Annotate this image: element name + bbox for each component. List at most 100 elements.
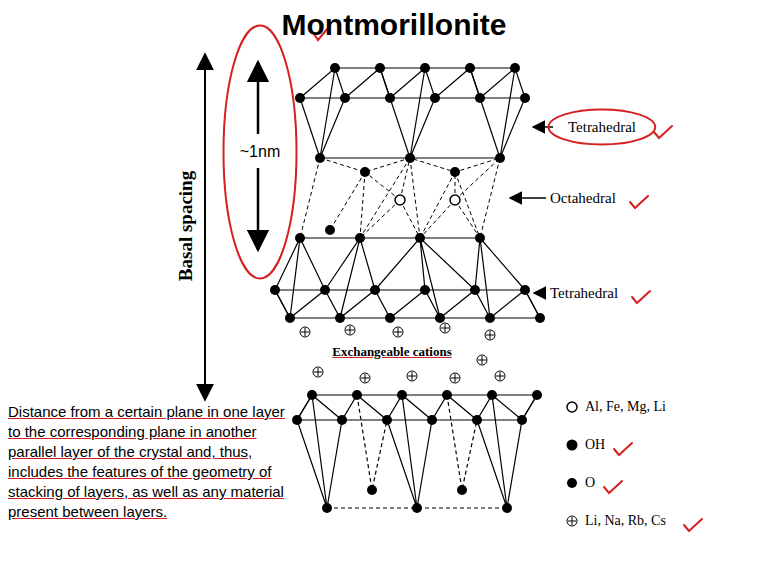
annotation-checks	[314, 28, 702, 531]
exchangeable-cation-symbols	[450, 373, 460, 383]
exchangeable-cation-symbols	[485, 330, 495, 340]
exchangeable-cation-symbols	[407, 371, 417, 381]
label-arrows	[510, 197, 546, 199]
oxygen-atoms	[475, 233, 485, 243]
oxygen-atoms	[457, 485, 467, 495]
bottom-tetrahedral-sheet	[275, 238, 540, 318]
oxygen-atoms	[472, 415, 482, 425]
oxygen-atoms	[470, 285, 480, 295]
label-arrows	[534, 292, 546, 294]
basal-spacing-arrow	[204, 54, 206, 400]
exchangeable-cation-symbols	[300, 323, 505, 383]
oxygen-atoms	[430, 93, 440, 103]
oxygen-atoms	[337, 415, 347, 425]
legend-text: Li, Na, Rb, Cs	[585, 513, 666, 529]
oxygen-atoms	[307, 390, 317, 400]
exchangeable-cation-symbols	[477, 355, 487, 365]
oxygen-atoms	[405, 153, 415, 163]
region-label: Exchangeable cations	[332, 344, 452, 360]
oxygen-atoms	[415, 233, 425, 243]
oxygen-atoms	[465, 63, 475, 73]
oxygen-atoms	[450, 167, 460, 177]
next-layer	[297, 395, 522, 508]
annotation-checks	[632, 291, 650, 303]
legend-samples	[567, 516, 577, 526]
highlight-ellipse: Tetrahedral	[547, 108, 657, 146]
title: Montmorillonite	[24, 8, 764, 42]
octahedral-sheet	[300, 158, 500, 238]
oxygen-atoms	[322, 503, 332, 513]
exchangeable-cation-symbols	[345, 325, 355, 335]
layer-thickness-arrow	[257, 168, 260, 250]
oxygen-atoms	[385, 313, 395, 323]
top-tetrahedral-sheet	[300, 68, 525, 158]
oxygen-atoms	[367, 485, 377, 495]
oxygen-atoms	[292, 415, 302, 425]
oxygen-atoms	[442, 390, 452, 400]
axis-label: Basal spacing	[175, 171, 197, 281]
oxygen-atoms	[412, 503, 422, 513]
octahedral-cations	[395, 195, 460, 205]
node-text: ~1nm	[238, 143, 282, 161]
next-layer	[297, 395, 537, 420]
annotation-checks	[604, 481, 622, 493]
annotation-checks	[614, 443, 632, 455]
oxygen-atoms	[382, 415, 392, 425]
oxygen-atoms	[485, 313, 495, 323]
oxygen-atoms	[385, 93, 395, 103]
next-layer	[297, 395, 537, 508]
node-text: Tetrahedral	[566, 119, 638, 136]
sheet-label: Octahedral	[550, 190, 616, 207]
oxygen-atoms	[295, 93, 305, 103]
octahedral-cations	[450, 195, 460, 205]
legend-samples	[567, 478, 577, 488]
oxygen-atoms	[285, 313, 295, 323]
oxygen-atoms	[502, 503, 512, 513]
annotation-checks	[654, 126, 672, 138]
exchangeable-cation-symbols	[440, 323, 450, 333]
oxygen-atoms	[375, 63, 385, 73]
oxygen-atoms	[510, 63, 520, 73]
sheet-label: Tetrahedral	[550, 285, 618, 302]
oxygen-atoms	[520, 285, 530, 295]
legend-samples	[567, 402, 578, 526]
oxygen-atoms	[355, 233, 365, 243]
oxygen-atoms	[352, 390, 362, 400]
oxygen-atoms	[270, 63, 545, 513]
exchangeable-cation-symbols	[313, 367, 323, 377]
oxygen-atoms	[535, 313, 545, 323]
oxygen-atoms	[397, 390, 407, 400]
bottom-tetrahedral-sheet	[275, 238, 525, 318]
octahedral-sheet	[300, 158, 500, 238]
oxygen-atoms	[325, 225, 335, 235]
next-layer	[327, 395, 507, 508]
label-arrows	[533, 126, 553, 128]
legend-samples	[567, 402, 577, 412]
bottom-tetrahedral-sheet	[300, 237, 480, 238]
exchangeable-cation-symbols	[300, 327, 310, 337]
oxygen-atoms	[420, 63, 430, 73]
oxygen-atoms	[520, 93, 530, 103]
oxygen-atoms	[330, 63, 340, 73]
next-layer	[297, 395, 537, 420]
oxygen-atoms	[517, 415, 527, 425]
layer-thickness-arrow	[257, 62, 260, 134]
oxygen-atoms	[270, 285, 280, 295]
octahedral-cations	[395, 195, 405, 205]
oxygen-atoms	[292, 390, 542, 513]
label-arrows	[510, 127, 553, 293]
bottom-tetrahedral-sheet	[275, 290, 540, 318]
annotation-checks	[630, 196, 648, 208]
oxygen-atoms	[320, 285, 330, 295]
oxygen-atoms	[475, 93, 485, 103]
oxygen-atoms	[295, 233, 305, 243]
ellipse-outline	[549, 110, 656, 145]
legend-samples	[567, 440, 578, 451]
oxygen-atoms	[315, 153, 325, 163]
exchangeable-cation-symbols	[360, 373, 370, 383]
definition-note: Distance from a certain plane in one lay…	[8, 402, 292, 522]
top-tetrahedral-sheet	[300, 68, 525, 158]
oxygen-atoms	[495, 153, 505, 163]
oxygen-atoms	[335, 313, 345, 323]
dimension-ellipse: ~1nm	[222, 24, 298, 280]
